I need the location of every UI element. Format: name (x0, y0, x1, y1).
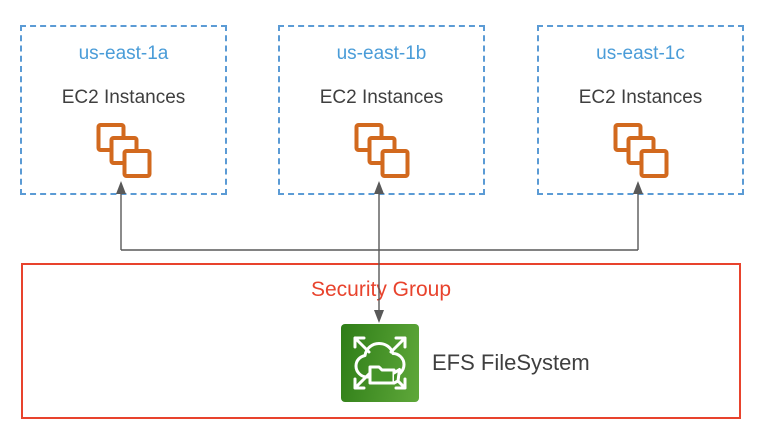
az-box-us-east-1b: us-east-1b EC2 Instances (278, 25, 485, 195)
az-box-us-east-1c: us-east-1c EC2 Instances (537, 25, 744, 195)
ec2-instances-label: EC2 Instances (61, 87, 186, 108)
efs-label: EFS FileSystem (432, 350, 590, 375)
arrow-up-right-icon (389, 336, 407, 354)
efs-icon (341, 324, 419, 402)
ec2-square-icon (380, 149, 409, 178)
ec2-instances-label: EC2 Instances (578, 87, 703, 108)
ec2-instances-icon (354, 123, 409, 178)
folder-page-icon (392, 368, 401, 385)
ec2-instances-label: EC2 Instances (319, 87, 444, 108)
ec2-instances-icon (96, 123, 151, 178)
az-label: us-east-1c (596, 43, 685, 64)
efs-cloud-folder-glyph (353, 336, 407, 390)
az-label: us-east-1a (78, 43, 169, 64)
ec2-square-icon (639, 149, 668, 178)
az-box-us-east-1a: us-east-1a EC2 Instances (20, 25, 227, 195)
az-label: us-east-1b (336, 43, 427, 64)
folder-icon (368, 365, 396, 385)
ec2-square-icon (122, 149, 151, 178)
ec2-instances-icon (613, 123, 668, 178)
security-group-label: Security Group (310, 278, 452, 301)
cloud-icon (354, 342, 406, 379)
